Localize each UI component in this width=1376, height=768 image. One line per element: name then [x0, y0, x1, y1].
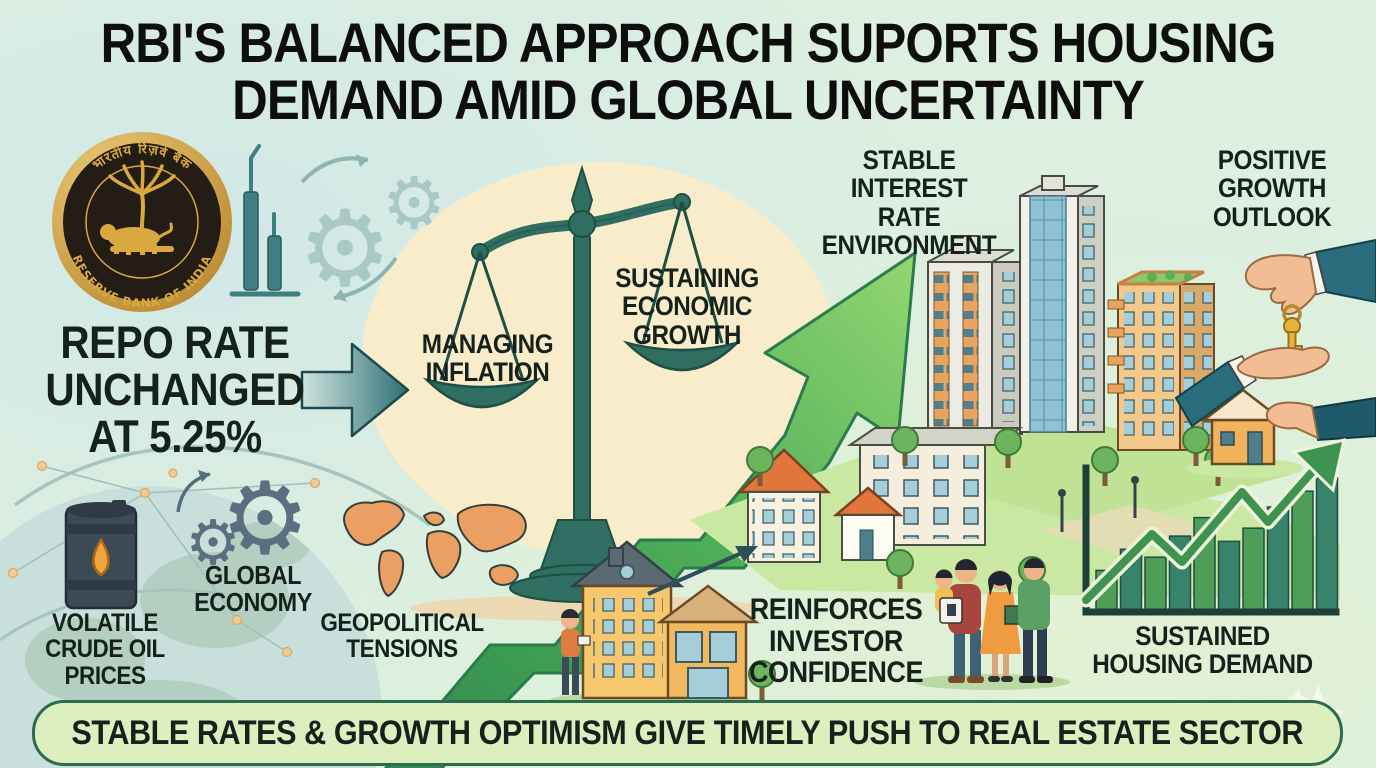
svg-text:⚙: ⚙: [220, 460, 310, 577]
housing-demand-chart: [1078, 437, 1346, 616]
network-nodes: [7, 460, 321, 658]
repo-rate-label: REPO RATE UNCHANGED AT 5.25%: [45, 317, 305, 462]
person-icon: [561, 609, 591, 695]
bottom-banner: STABLE RATES & GROWTH OPTIMISM GIVE TIME…: [32, 700, 1343, 766]
geopolitical-label: GEOPOLITICAL TENSIONS: [320, 609, 484, 664]
page-title: RBI'S BALANCED APPROACH SUPORTS HOUSING …: [100, 11, 1277, 132]
small-house-icon: [1200, 388, 1286, 466]
stable-environment-label: STABLE INTEREST RATE ENVIRONMENT: [821, 145, 997, 261]
tower-b: [1019, 175, 1105, 433]
oil-barrel-icon: [64, 500, 138, 610]
world-map-icon: [343, 500, 527, 598]
repo-arrow-icon: [300, 342, 410, 438]
tower-a: [927, 235, 1023, 435]
oil-drop-icon: [92, 537, 110, 577]
global-economy-label: GLOBAL ECONOMY: [194, 560, 312, 618]
scale-right-label: SUSTAINING ECONOMIC GROWTH: [615, 263, 759, 350]
banner-text: STABLE RATES & GROWTH OPTIMISM GIVE TIME…: [71, 713, 1304, 752]
tiger-icon: [100, 224, 174, 255]
volatile-oil-label: VOLATILE CRUDE OIL PRICES: [45, 609, 165, 690]
candlestick-icon: [229, 144, 301, 297]
gears-icon: ⚙ ⚙: [298, 154, 446, 310]
hand-keys-illustration: [1174, 238, 1376, 478]
woman-icon: [980, 570, 1021, 682]
receiving-hand-icon: [1236, 346, 1330, 380]
positive-outlook-label: POSITIVE GROWTH OUTLOOK: [1212, 145, 1332, 232]
economy-gears-icon: ⚙ ⚙: [176, 460, 310, 579]
sustained-demand-label: SUSTAINED HOUSING DEMAND: [1092, 621, 1313, 680]
man-icon: [1018, 558, 1053, 683]
svg-text:⚙: ⚙: [185, 506, 241, 579]
man-with-child-icon: [935, 559, 984, 683]
rbi-seal: भारतीय रिज़र्व बैंक RESERVE BANK OF INDI…: [52, 132, 232, 312]
tower-c: [1107, 270, 1215, 451]
reinforces-label: REINFORCES INVESTOR CONFIDENCE: [748, 593, 924, 689]
svg-text:⚙: ⚙: [382, 161, 447, 245]
family-illustration: [914, 558, 1070, 690]
svg-text:⚙: ⚙: [298, 188, 392, 310]
scale-left-label: MANAGING INFLATION: [421, 329, 554, 388]
sparkle-icon-small: [1287, 688, 1309, 710]
